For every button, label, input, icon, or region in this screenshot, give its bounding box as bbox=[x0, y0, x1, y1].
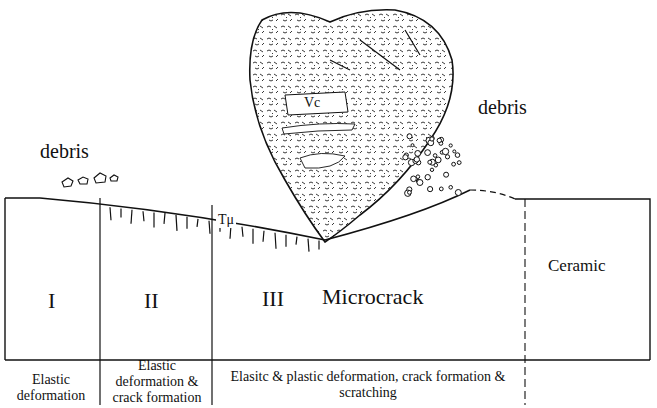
microcrack-line bbox=[186, 217, 187, 229]
debris-particle bbox=[411, 144, 414, 147]
microcrack-line bbox=[120, 208, 121, 217]
stress-label: Tμ bbox=[216, 212, 236, 228]
zone-number: III bbox=[262, 286, 284, 311]
zone-caption: Elastic deformation & crack formation bbox=[108, 358, 206, 406]
debris-particle bbox=[428, 187, 433, 192]
microcrack-line bbox=[275, 233, 276, 249]
debris-particle bbox=[414, 157, 419, 162]
zone-number: II bbox=[144, 288, 159, 313]
debris-particle bbox=[437, 138, 441, 142]
debris-particle bbox=[449, 186, 453, 190]
debris-particle bbox=[457, 161, 461, 165]
debris-particle bbox=[411, 176, 417, 182]
debris-particle bbox=[435, 157, 441, 163]
debris-particle bbox=[453, 150, 456, 153]
debris-particle bbox=[407, 134, 412, 139]
zone-number: I bbox=[48, 288, 55, 313]
microcrack-line bbox=[131, 210, 132, 224]
microcrack-line bbox=[176, 215, 177, 231]
debris-particle bbox=[455, 153, 460, 158]
debris-particle bbox=[430, 136, 434, 140]
material-label: Ceramic bbox=[548, 256, 606, 276]
debris-particle bbox=[455, 190, 461, 196]
debris-particle bbox=[428, 160, 432, 164]
velocity-label: Vc bbox=[304, 95, 320, 111]
debris-particle bbox=[430, 137, 434, 141]
debris-particle bbox=[452, 162, 456, 166]
debris-label: debris bbox=[40, 140, 89, 163]
debris-particle bbox=[405, 190, 411, 196]
debris-particle bbox=[430, 168, 433, 171]
zone-caption: Elasitc & plastic deformation, crack for… bbox=[218, 369, 518, 401]
microcrack-line bbox=[308, 239, 309, 252]
microcrack-line bbox=[110, 207, 111, 220]
debris-particle bbox=[425, 175, 430, 180]
debris-particle bbox=[408, 191, 412, 195]
microcrack-line bbox=[242, 227, 243, 237]
microcrack-line bbox=[263, 231, 264, 242]
debris-particle bbox=[439, 187, 443, 191]
debris-particle bbox=[415, 151, 421, 157]
microcrack-line bbox=[318, 241, 319, 250]
microcrack-line bbox=[285, 235, 286, 247]
microcrack-label: Microcrack bbox=[322, 284, 423, 309]
microcrack-line bbox=[197, 219, 198, 227]
microcrack-line bbox=[252, 229, 253, 244]
debris-particle bbox=[433, 154, 437, 158]
zone-caption: Elastic deformation bbox=[8, 372, 94, 404]
microcrack-line bbox=[296, 237, 297, 245]
debris-particle bbox=[417, 180, 423, 186]
debris-particle bbox=[403, 155, 408, 160]
debris-particle bbox=[449, 144, 452, 147]
microcrack-line bbox=[209, 221, 210, 234]
microcrack-line bbox=[143, 211, 144, 221]
debris-particle bbox=[425, 150, 431, 156]
debris-particle bbox=[445, 155, 449, 159]
microcrack-line bbox=[153, 213, 154, 228]
debris-particle bbox=[444, 172, 449, 177]
microcrack-line bbox=[164, 213, 165, 224]
debris-label: debris bbox=[478, 96, 527, 119]
debris-particle bbox=[442, 148, 448, 154]
